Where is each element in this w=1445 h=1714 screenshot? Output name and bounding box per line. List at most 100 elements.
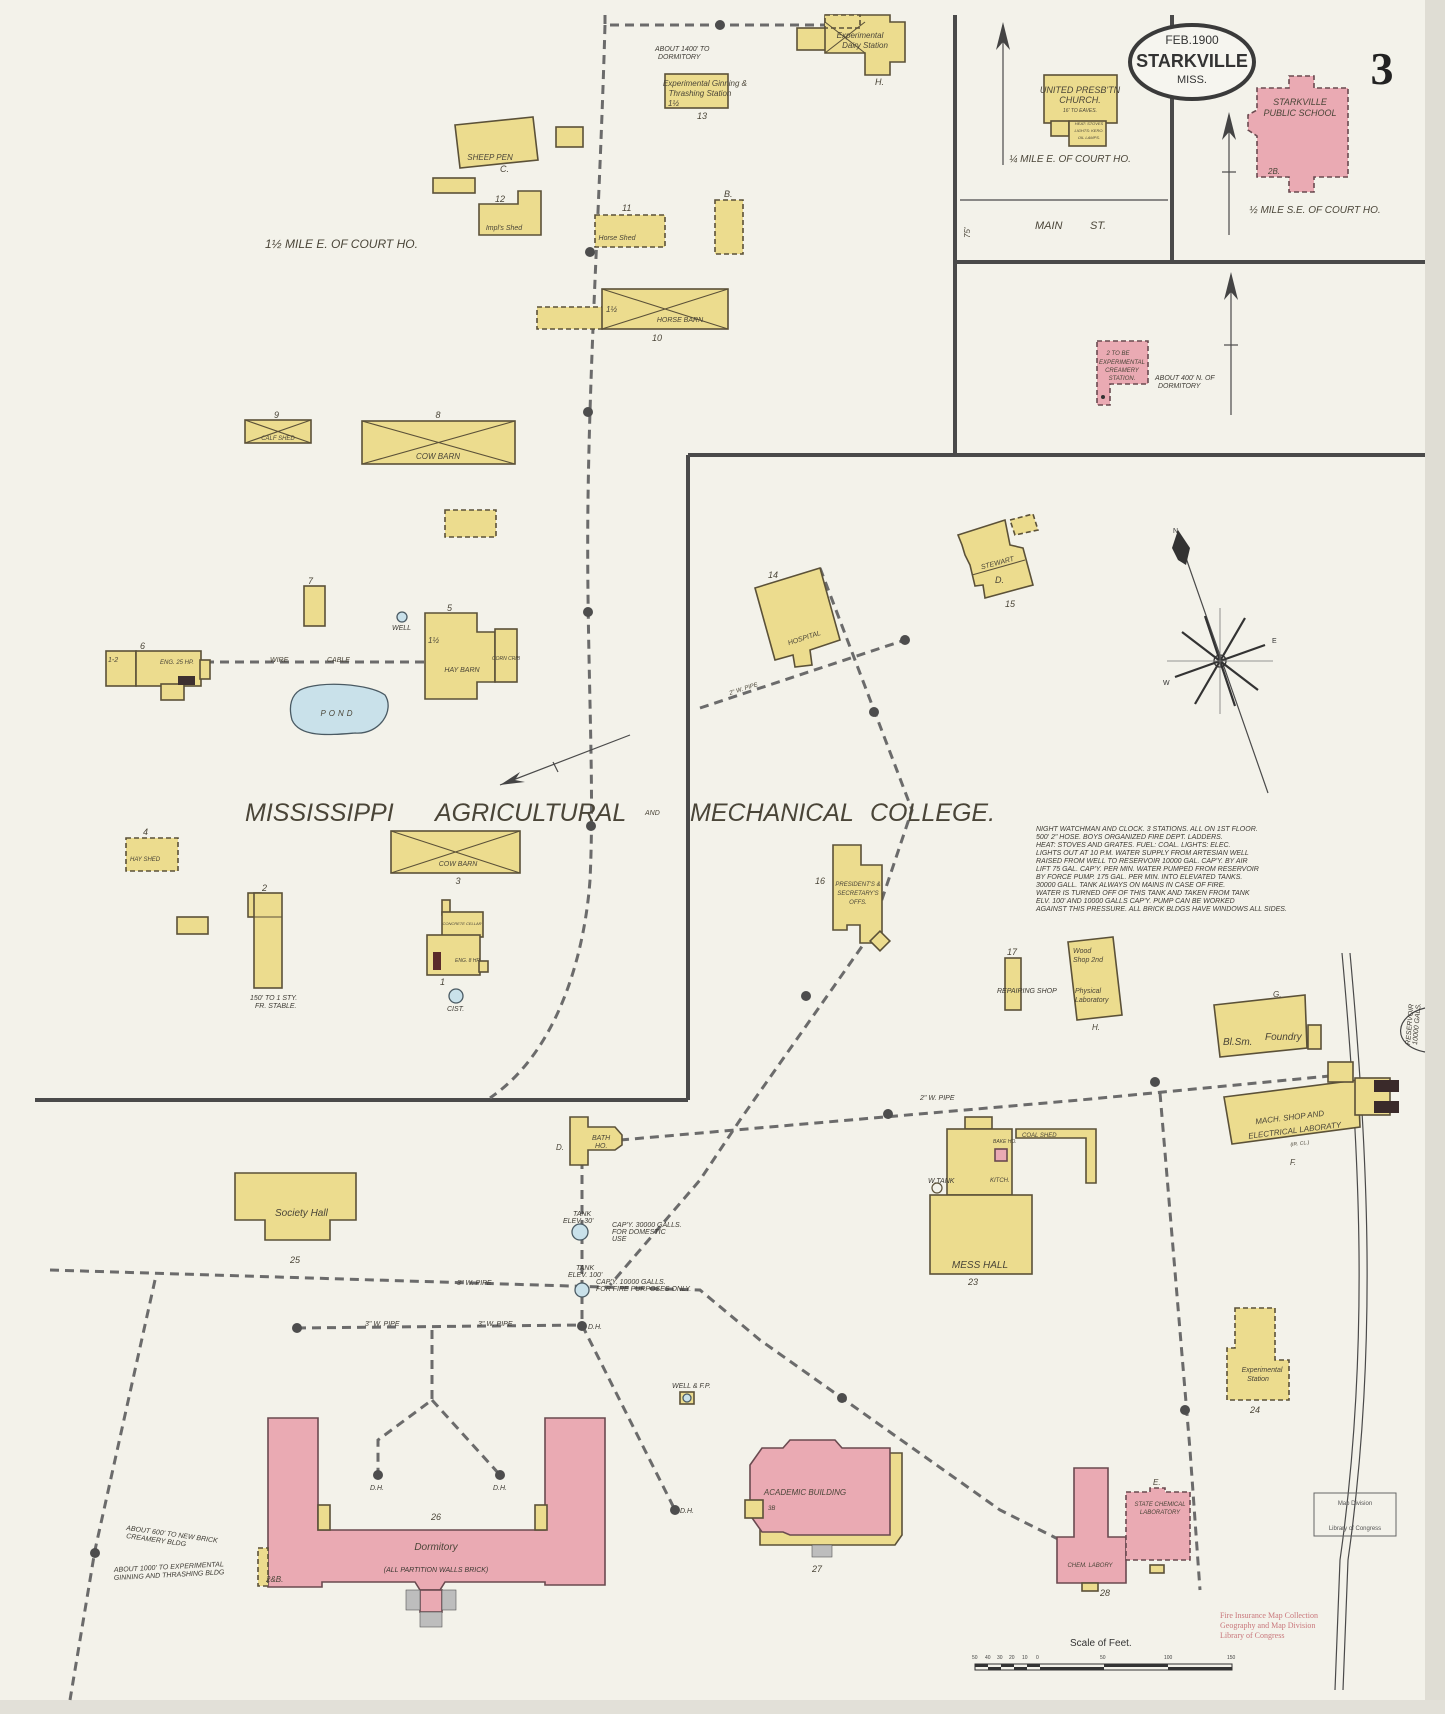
experimental-station: Experimental Station 24 bbox=[1226, 1307, 1290, 1415]
svg-text:14: 14 bbox=[768, 570, 778, 580]
sheep-pen: SHEEP PEN C. bbox=[454, 116, 539, 174]
svg-text:CALF SHED: CALF SHED bbox=[261, 436, 295, 442]
creamery-distance-2: DORMITORY bbox=[1158, 383, 1202, 390]
svg-text:WELL & F.P.: WELL & F.P. bbox=[672, 1383, 711, 1390]
school-location: ½ MILE S.E. OF COURT HO. bbox=[1249, 205, 1380, 216]
svg-text:Foundry: Foundry bbox=[1265, 1032, 1303, 1043]
svg-text:W: W bbox=[1163, 680, 1170, 687]
north-arrow-inset1 bbox=[996, 22, 1010, 165]
svg-text:Library of Congress: Library of Congress bbox=[1220, 1631, 1284, 1640]
hydrant-label-4: D.H. bbox=[680, 1508, 694, 1515]
cow-barn-8: COW BARN 8 bbox=[361, 410, 516, 465]
svg-text:Map Division: Map Division bbox=[1338, 1501, 1372, 1507]
pipe-label-3in-c: 3" W. PIPE bbox=[478, 1321, 513, 1328]
church-building: UNITED PRESB'TN CHURCH. 16' TO EAVES. HE… bbox=[1040, 74, 1121, 147]
reservoir: RESERVOIR 10000 GALS. bbox=[1400, 1003, 1426, 1053]
svg-text:H.: H. bbox=[875, 77, 884, 87]
svg-text:1½: 1½ bbox=[606, 305, 617, 314]
pipe-label-2in-b: 2" W. PIPE bbox=[919, 1095, 955, 1102]
stable-2: 2 150' TO 1 STY. FR. STABLE. bbox=[247, 883, 297, 1010]
pipe-label-3in-b: 3" W. PIPE bbox=[365, 1321, 400, 1328]
svg-text:AGAINST THIS PRESSURE. ALL BRI: AGAINST THIS PRESSURE. ALL BRICK BLDGS H… bbox=[1035, 906, 1287, 913]
svg-text:Geography and Map Division: Geography and Map Division bbox=[1220, 1621, 1315, 1630]
svg-text:HORSE BARN: HORSE BARN bbox=[657, 317, 704, 324]
creamery-bldg-1: CONCRETE CELLAR ENG. 8 HP. 1 bbox=[426, 899, 489, 987]
svg-text:Wood: Wood bbox=[1073, 948, 1092, 955]
svg-text:E: E bbox=[1272, 638, 1277, 645]
svg-text:FOR FIRE PURPOSES ONLY.: FOR FIRE PURPOSES ONLY. bbox=[596, 1286, 691, 1293]
svg-text:FR. STABLE.: FR. STABLE. bbox=[255, 1003, 297, 1010]
svg-text:10: 10 bbox=[652, 333, 662, 343]
dashed-shed bbox=[444, 509, 497, 538]
svg-text:CHURCH.: CHURCH. bbox=[1059, 95, 1101, 105]
pipe-label-3in-a: 3" W. PIPE bbox=[457, 1280, 492, 1287]
svg-text:Bl.Sm.: Bl.Sm. bbox=[1223, 1037, 1252, 1048]
mess-hall: MESS HALL 23 KITCH. BAKE HO. COAL SHED W… bbox=[928, 1116, 1097, 1287]
svg-text:RESERVOIR: RESERVOIR bbox=[1405, 1004, 1416, 1046]
bath-house: BATH HO. D. bbox=[556, 1116, 623, 1166]
street-name-st: ST. bbox=[1090, 220, 1106, 232]
svg-text:28: 28 bbox=[1099, 1588, 1110, 1598]
svg-text:MISSISSIPPI: MISSISSIPPI bbox=[245, 799, 394, 827]
stewart-building: STEWART D. 15 bbox=[956, 513, 1040, 609]
svg-text:UNITED PRESB'TN: UNITED PRESB'TN bbox=[1040, 85, 1121, 95]
svg-text:D.: D. bbox=[995, 575, 1004, 585]
svg-text:10000 GALS.: 10000 GALS. bbox=[1412, 1003, 1423, 1046]
north-arrow-inset3 bbox=[1224, 272, 1238, 415]
svg-text:CREAMERY: CREAMERY bbox=[1105, 368, 1140, 374]
svg-text:Experimental: Experimental bbox=[1242, 1367, 1283, 1374]
svg-text:500' 2" HOSE. BOYS ORGANIZED F: 500' 2" HOSE. BOYS ORGANIZED FIRE DEPT. … bbox=[1036, 834, 1223, 841]
svg-text:REPAIRING SHOP: REPAIRING SHOP bbox=[997, 988, 1057, 995]
svg-text:Impl's Shed: Impl's Shed bbox=[486, 225, 523, 232]
svg-text:SECRETARY'S: SECRETARY'S bbox=[837, 891, 878, 897]
hydrant-label-3: D.H. bbox=[493, 1485, 507, 1492]
gin-distance-1: ABOUT 1400' TO bbox=[654, 46, 710, 53]
well: WELL bbox=[392, 611, 411, 632]
svg-text:AGRICULTURAL: AGRICULTURAL bbox=[433, 799, 626, 827]
svg-text:1-2: 1-2 bbox=[108, 657, 118, 664]
svg-text:HEAT: STOVES AND GRATES. FUEL:: HEAT: STOVES AND GRATES. FUEL: COAL. LIG… bbox=[1036, 842, 1231, 849]
foundry: Bl.Sm. Foundry G. bbox=[1213, 990, 1322, 1058]
svg-text:Station: Station bbox=[1247, 1376, 1269, 1383]
svg-text:STARKVILLE: STARKVILLE bbox=[1273, 97, 1328, 107]
creamery-distance-1: ABOUT 400' N. OF bbox=[1154, 375, 1215, 382]
svg-text:WELL: WELL bbox=[392, 625, 411, 632]
svg-text:8: 8 bbox=[435, 410, 440, 420]
wood-shop: Wood Shop 2nd Physical Laboratory H. bbox=[1067, 936, 1123, 1032]
svg-text:SHEEP PEN: SHEEP PEN bbox=[467, 153, 513, 162]
svg-text:20: 20 bbox=[1009, 1655, 1015, 1661]
svg-text:5: 5 bbox=[447, 603, 453, 613]
svg-text:2&B.: 2&B. bbox=[265, 1575, 283, 1584]
svg-text:13: 13 bbox=[697, 111, 707, 121]
svg-text:OIL LAMPS.: OIL LAMPS. bbox=[1078, 135, 1100, 140]
svg-text:USE: USE bbox=[612, 1236, 627, 1243]
small-shed-c bbox=[176, 916, 209, 935]
svg-text:COW BARN: COW BARN bbox=[439, 861, 478, 868]
dormitory: Dormitory (ALL PARTITION WALLS BRICK) 26… bbox=[257, 1417, 606, 1628]
svg-text:C.: C. bbox=[500, 164, 509, 174]
svg-text:Fire Insurance Map Collection: Fire Insurance Map Collection bbox=[1220, 1611, 1318, 1620]
tank-fire: TANK ELEV. 100' CAP'Y. 10000 GALLS. FOR … bbox=[568, 1265, 691, 1298]
svg-text:NIGHT WATCHMAN AND CLOCK. 3 ST: NIGHT WATCHMAN AND CLOCK. 3 STATIONS. AL… bbox=[1036, 826, 1258, 833]
svg-text:150' TO 1 STY.: 150' TO 1 STY. bbox=[250, 995, 297, 1002]
svg-text:23: 23 bbox=[967, 1277, 978, 1287]
svg-text:ELV. 100' AND 10000 GALLS CAP': ELV. 100' AND 10000 GALLS CAP'Y. PUMP CA… bbox=[1036, 898, 1235, 905]
hospital: HOSPITAL 14 bbox=[754, 566, 841, 668]
church-location: ¼ MILE E. OF COURT HO. bbox=[1009, 153, 1131, 165]
hay-barn: HAY BARN 5 1½ CORN CRIB bbox=[424, 603, 521, 700]
school-building: STARKVILLE PUBLIC SCHOOL 2B. bbox=[1247, 75, 1349, 193]
horse-barn: HORSE BARN 1½ 10 bbox=[536, 288, 729, 343]
hydrant-label-2: D.H. bbox=[370, 1485, 384, 1492]
svg-text:Experimental Ginning &: Experimental Ginning & bbox=[663, 79, 747, 88]
north-arrow-campus bbox=[499, 734, 631, 786]
engine-house: ENG. 25 HP. 6 1-2 bbox=[105, 641, 211, 701]
svg-text:Thrashing Station: Thrashing Station bbox=[669, 89, 732, 98]
svg-text:HAY SHED: HAY SHED bbox=[130, 857, 161, 863]
svg-text:POND: POND bbox=[320, 709, 355, 718]
cow-barn-3: COW BARN 3 bbox=[390, 830, 521, 886]
svg-text:Society Hall: Society Hall bbox=[275, 1208, 329, 1219]
svg-text:Physical: Physical bbox=[1075, 988, 1102, 995]
academic-building: ACADEMIC BUILDING 27 3B bbox=[744, 1439, 903, 1574]
shed-b: B. bbox=[714, 189, 744, 255]
svg-text:BAKE HO.: BAKE HO. bbox=[993, 1139, 1017, 1145]
